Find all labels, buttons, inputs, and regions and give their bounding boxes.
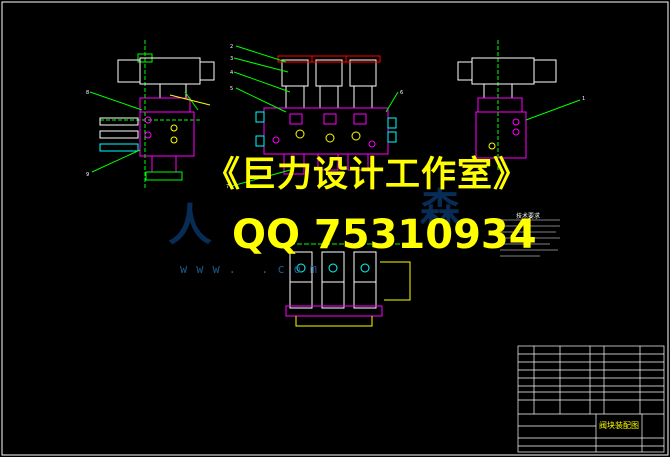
technical-requirements xyxy=(500,219,560,257)
center-bottom-view xyxy=(276,243,420,327)
svg-text:1: 1 xyxy=(582,96,585,102)
watermark-url: www. .com xyxy=(180,262,327,276)
watermark-qq-number: QQ 75310934 xyxy=(232,212,537,258)
technical-requirements-title: 技术要求 xyxy=(516,213,541,220)
svg-text:2: 2 xyxy=(230,44,233,50)
right-side-view: 1 xyxy=(457,40,585,170)
title-block-drawing-name: 阀块装配图 xyxy=(599,421,639,430)
watermark-studio-title: 《巨力设计工作室》 xyxy=(205,155,530,195)
svg-text:5: 5 xyxy=(230,86,233,92)
center-front-view: 2 3 4 5 6 7 xyxy=(226,44,403,190)
svg-text:9: 9 xyxy=(86,172,89,178)
title-block xyxy=(517,345,665,453)
svg-text:人: 人 xyxy=(168,200,212,251)
svg-text:6: 6 xyxy=(400,90,403,96)
svg-text:森: 森 xyxy=(420,186,461,232)
svg-text:3: 3 xyxy=(230,56,233,62)
left-side-view: 8 9 xyxy=(86,40,215,190)
background-watermark: 人 森 xyxy=(168,186,461,251)
svg-text:4: 4 xyxy=(230,70,233,76)
svg-text:8: 8 xyxy=(86,90,89,96)
svg-text:7: 7 xyxy=(226,184,229,190)
